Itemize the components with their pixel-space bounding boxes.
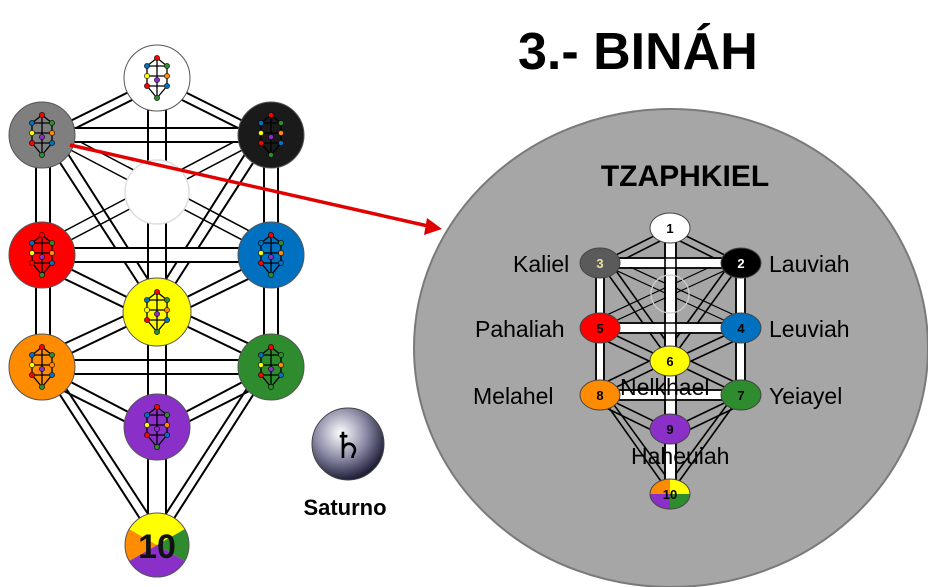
page-title: 3.- BINÁH xyxy=(518,23,758,81)
angel-label-5: Pahaliah xyxy=(475,316,565,342)
mini-tree-icons xyxy=(29,55,284,450)
right-kether xyxy=(649,212,691,244)
right-chesed xyxy=(720,312,762,344)
number-3: 3 xyxy=(596,256,603,271)
archangel-name: TZAPHKIEL xyxy=(600,160,770,193)
right-geburah xyxy=(579,312,621,344)
arrow-head-icon xyxy=(424,218,442,235)
angel-label-6: Nelkhael xyxy=(620,374,710,400)
number-2: 2 xyxy=(737,256,744,271)
right-netzach xyxy=(720,379,762,411)
mini-tree-icon xyxy=(258,112,284,158)
angel-label-9: Haheuiah xyxy=(631,443,730,469)
number-8: 8 xyxy=(596,388,603,403)
mini-tree-icon xyxy=(258,344,284,390)
angel-label-4: Leuviah xyxy=(769,316,850,342)
saturn-symbol-icon: ♄ xyxy=(332,426,364,467)
left-daath-circle xyxy=(124,159,190,225)
right-binah xyxy=(579,247,621,279)
right-tree-numbers: 1 2 3 4 5 6 7 8 9 10 xyxy=(596,221,745,502)
planet-label: Saturno xyxy=(303,495,387,520)
mini-tree-icon xyxy=(144,289,170,335)
mini-tree-icon xyxy=(144,404,170,450)
number-4: 4 xyxy=(737,321,745,336)
number-9: 9 xyxy=(666,422,673,437)
number-5: 5 xyxy=(596,321,603,336)
right-malkuth xyxy=(649,478,691,510)
number-1: 1 xyxy=(666,221,673,236)
right-tree-sephiroth xyxy=(579,212,762,445)
left-malkuth: 10 xyxy=(124,512,190,578)
arrow-line xyxy=(69,143,429,228)
mini-tree-icon xyxy=(144,55,170,101)
right-yesod xyxy=(649,413,691,445)
right-daath-circle xyxy=(650,274,690,314)
mini-tree-icon xyxy=(258,232,284,278)
angel-label-3: Kaliel xyxy=(513,251,570,277)
mini-tree-icon xyxy=(29,112,55,158)
number-10: 10 xyxy=(663,487,677,502)
mini-tree-icon xyxy=(29,232,55,278)
number-6: 6 xyxy=(666,354,673,369)
right-tiphareth xyxy=(649,345,691,377)
mini-tree-icon xyxy=(29,344,55,390)
right-hod xyxy=(579,379,621,411)
number-7: 7 xyxy=(737,388,744,403)
saturn-planet xyxy=(311,407,385,481)
left-malkuth-number: 10 xyxy=(138,528,176,566)
angel-label-7: Yeiayel xyxy=(769,383,843,409)
angel-label-8: Melahel xyxy=(473,383,554,409)
right-chokmah xyxy=(720,247,762,279)
angel-label-2: Lauviah xyxy=(769,251,850,277)
